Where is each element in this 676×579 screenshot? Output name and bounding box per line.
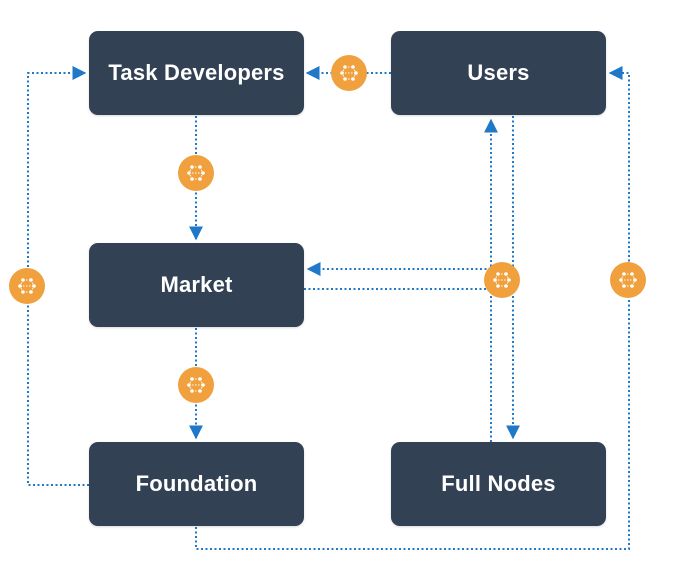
node-market[interactable]: Market: [89, 243, 304, 327]
node-label: Foundation: [135, 471, 258, 496]
network-hub-icon: [483, 261, 521, 299]
node-label: Market: [160, 272, 233, 297]
network-hub-icon: [177, 154, 215, 192]
network-hub-icon: [330, 54, 368, 92]
node-label: Task Developers: [108, 60, 285, 85]
node-full-nodes[interactable]: Full Nodes: [391, 442, 606, 526]
node-label: Users: [467, 60, 530, 85]
edge-foundation-to-users: [195, 66, 630, 550]
network-hub-icon: [609, 261, 647, 299]
node-foundation[interactable]: Foundation: [89, 442, 304, 526]
node-label: Full Nodes: [441, 471, 556, 496]
node-users[interactable]: Users: [391, 31, 606, 115]
network-hub-icon: [177, 366, 215, 404]
node-task-developers[interactable]: Task Developers: [89, 31, 304, 115]
network-hub-icon: [8, 267, 46, 305]
